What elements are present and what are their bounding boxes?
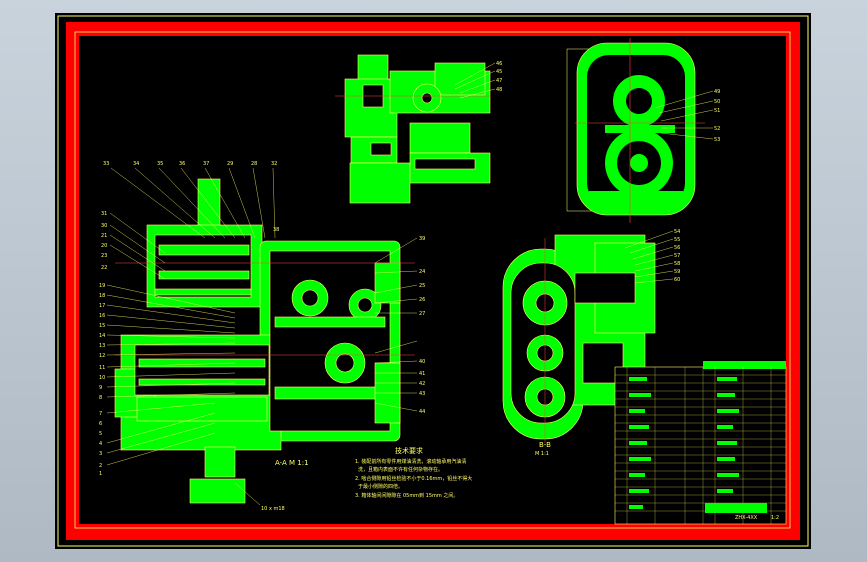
callout-bb-0: 54: [674, 229, 680, 235]
title-block-code: ZHX-4XX: [735, 515, 758, 521]
callout-main-15: 27: [419, 311, 425, 317]
callout-main-27: 13: [99, 343, 105, 349]
callout-main-5: 29: [227, 161, 233, 167]
callout-main-1: 34: [133, 161, 139, 167]
callout-main-7: 32: [271, 161, 277, 167]
top-section-view: [335, 54, 491, 204]
callout-main-11: 39: [419, 236, 425, 242]
callout-main-23: 17: [99, 303, 105, 309]
callout-main-38: 2: [99, 463, 102, 469]
callout-main-28: 12: [99, 353, 105, 359]
cad-drawing: 46 45 47 48 49 50 51 52 53: [57, 15, 809, 547]
callout-main-31: 9: [99, 385, 102, 391]
callout-main-4: 37: [203, 161, 209, 167]
callout-main-13: 25: [419, 283, 425, 289]
callout-main-42: 23: [101, 253, 107, 259]
callout-right-4: 53: [714, 137, 720, 143]
callout-main-18: 42: [419, 381, 425, 387]
main-callout-leaders: [106, 167, 418, 506]
notes-line-1: 洗，且箱内表面不许有任何杂物存在。: [358, 466, 443, 473]
callout-main-0: 33: [103, 161, 109, 167]
bb-callouts: [624, 230, 674, 284]
notes-line-3: 于最小侧隙的四倍。: [358, 483, 403, 490]
drawing-sheet: 46 45 47 48 49 50 51 52 53: [55, 13, 811, 549]
callout-top-1: 45: [496, 69, 502, 75]
callout-main-22: 18: [99, 293, 105, 299]
title-block-revision: 1:2: [771, 515, 779, 521]
callout-top-0: 46: [496, 61, 502, 67]
callout-bb-5: 59: [674, 269, 680, 275]
callout-main-12: 24: [419, 269, 425, 275]
callout-right-3: 52: [714, 126, 720, 132]
callout-bb-3: 57: [674, 253, 680, 259]
callout-top-3: 48: [496, 87, 502, 93]
callout-main-17: 41: [419, 371, 425, 377]
callout-main-32: 8: [99, 395, 102, 401]
section-aa-label: A-A M 1:1: [275, 459, 309, 467]
main-section-aa: [114, 178, 401, 504]
callout-main-25: 15: [99, 323, 105, 329]
callout-main-8: 31: [101, 211, 107, 217]
callout-bb-2: 56: [674, 245, 680, 251]
callout-main-29: 11: [99, 365, 105, 371]
callout-main-40: 21: [101, 233, 107, 239]
callout-main-9: 30: [101, 223, 107, 229]
callout-right-1: 50: [714, 99, 720, 105]
callout-main-14: 26: [419, 297, 425, 303]
callout-main-16: 40: [419, 359, 425, 365]
top-right-housing-view: [566, 38, 705, 223]
callout-main-37: 3: [99, 451, 102, 457]
callout-main-10: 38: [273, 227, 279, 233]
inner-frame: [74, 31, 791, 529]
callout-main-19: 43: [419, 391, 425, 397]
notes-line-0: 1. 装配前所有零件用煤油清洗，滚动轴承用汽油清: [355, 458, 466, 465]
callout-main-39: 1: [99, 471, 102, 477]
callout-main-3: 36: [179, 161, 185, 167]
notes-line-4: 3. 箱体轴间间隙隙在 05mm到 15mm 之间。: [355, 492, 458, 499]
section-bb-scale: M 1:1: [535, 451, 549, 457]
callout-main-33: 7: [99, 411, 102, 417]
callout-main-36: 4: [99, 441, 102, 447]
callout-right-0: 49: [714, 89, 720, 95]
callout-top-2: 47: [496, 78, 502, 84]
callout-main-34: 6: [99, 421, 102, 427]
callout-right-2: 51: [714, 108, 720, 114]
callout-main-2: 35: [157, 161, 163, 167]
callout-main-6: 28: [251, 161, 257, 167]
callout-main-41: 20: [101, 243, 107, 249]
callout-main-30: 10: [99, 375, 105, 381]
section-bb-view: [502, 234, 656, 440]
notes-line-2: 2. 啮合侧隙用铅丝检验不小于0.16mm，铅丝不得大: [355, 475, 472, 482]
notes-title: 技术要求: [395, 446, 423, 455]
callout-main-20: 44: [419, 409, 425, 415]
bottom-label: 10 x m18: [261, 506, 285, 512]
callout-main-26: 14: [99, 333, 105, 339]
callout-main-43: 22: [101, 265, 107, 271]
callout-bb-6: 60: [674, 277, 680, 283]
callout-bb-4: 58: [674, 261, 680, 267]
callout-main-21: 19: [99, 283, 105, 289]
callout-main-24: 16: [99, 313, 105, 319]
parts-list-table: [614, 361, 787, 525]
section-bb-label: B-B: [539, 441, 551, 449]
right-callouts: [654, 90, 714, 140]
callout-bb-1: 55: [674, 237, 680, 243]
top-callouts: [454, 62, 496, 99]
callout-main-35: 5: [99, 431, 102, 437]
outer-frame: [57, 15, 809, 547]
